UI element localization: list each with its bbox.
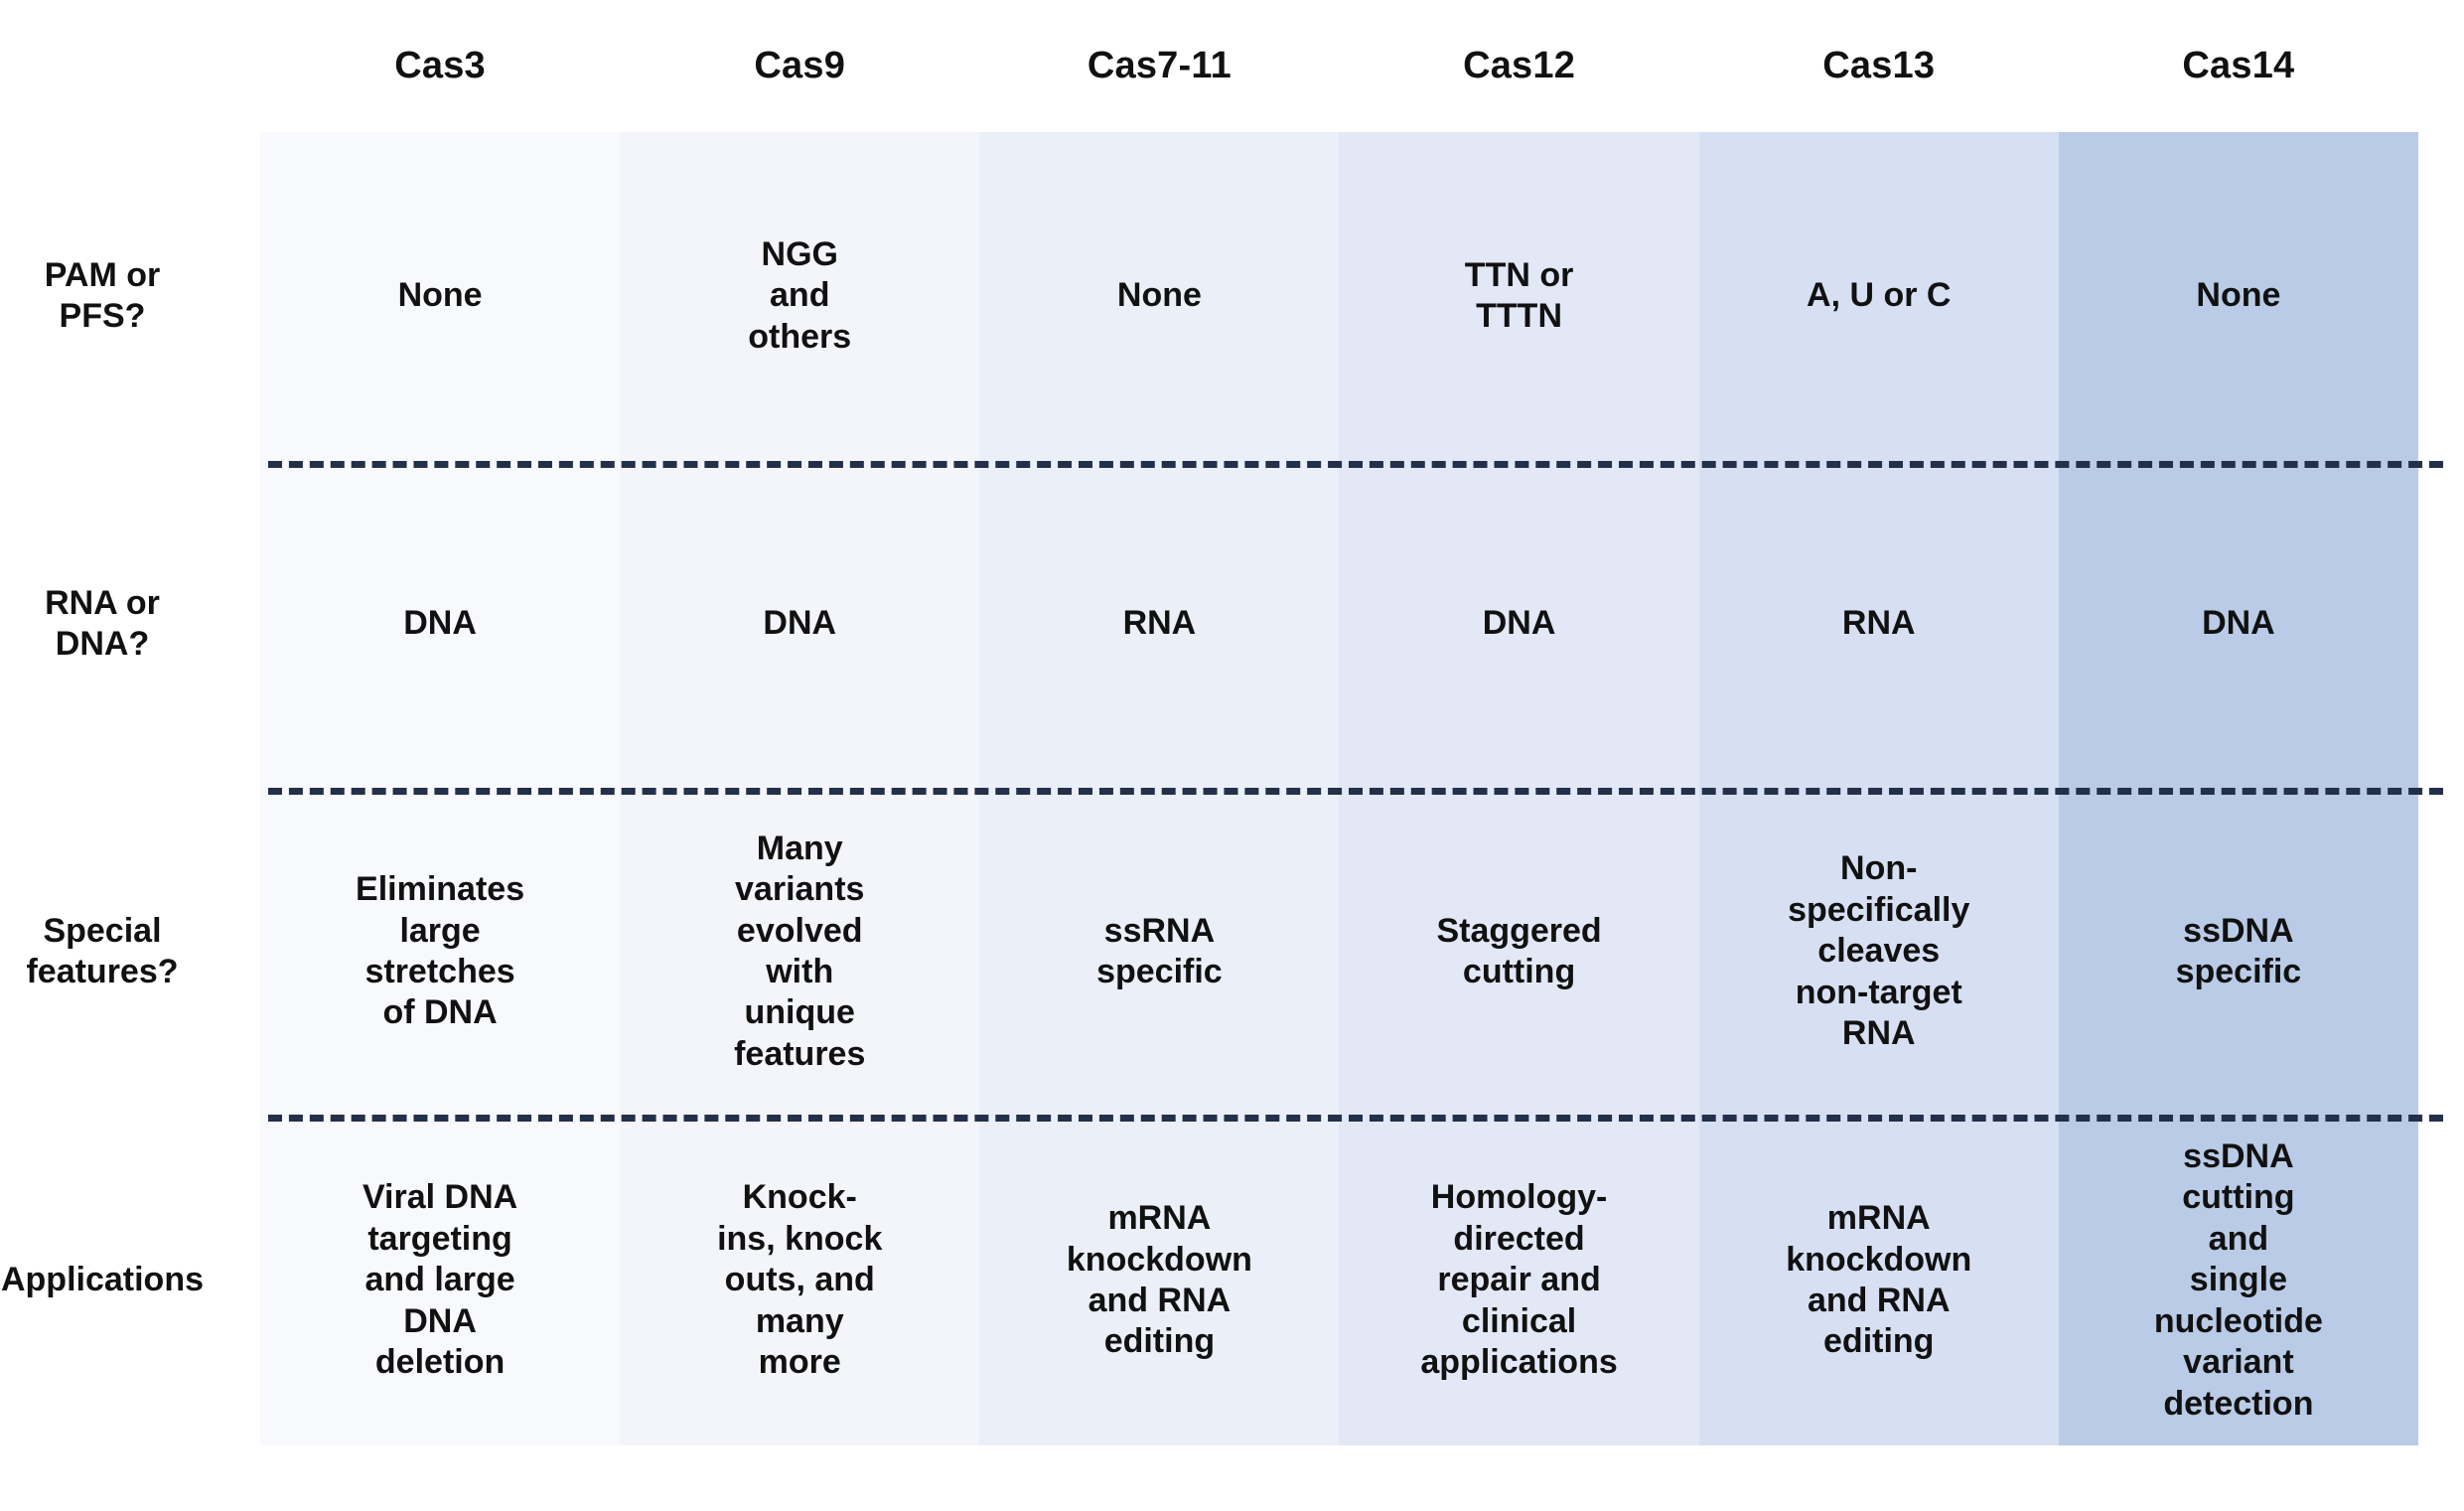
cell-nucleic-acid-cas12: DNA (1482, 604, 1556, 643)
cell-pam-cas13: A, U or C (1807, 276, 1952, 315)
row-label-applications: Applications (0, 1261, 205, 1299)
table-row: Viral DNA targeting and large DNA deleti… (260, 1116, 2418, 1445)
cell-nucleic-acid-cas7-11: RNA (1122, 604, 1197, 643)
row-label-special-features: Special features? (26, 911, 179, 990)
cell-pam-cas7-11: None (1116, 276, 1202, 315)
row-label-column: PAM or PFS? RNA or DNA? Special features… (0, 132, 238, 1445)
row-divider-3 (268, 1115, 2443, 1122)
table-header-row: Cas3 Cas9 Cas7-11 Cas12 Cas13 Cas14 (260, 0, 2418, 132)
cell-pam-cas12: TTN or TTTN (1464, 255, 1574, 335)
cell-applications-cas12: Homology- directed repair and clinical a… (1420, 1178, 1618, 1382)
cell-applications-cas7-11: mRNA knockdown and RNA editing (1066, 1199, 1252, 1361)
cell-features-cas9: Many variants evolved with unique featur… (734, 829, 866, 1073)
table-row: Eliminates large stretches of DNA Many v… (260, 788, 2418, 1116)
column-header-cas12: Cas12 (1463, 45, 1576, 86)
cell-pam-cas14: None (2196, 276, 2281, 315)
cell-nucleic-acid-cas3: DNA (403, 604, 477, 643)
cell-nucleic-acid-cas9: DNA (763, 604, 837, 643)
column-header-cas3: Cas3 (394, 45, 486, 86)
cell-pam-cas3: None (397, 276, 483, 315)
cell-applications-cas3: Viral DNA targeting and large DNA deleti… (362, 1178, 518, 1382)
row-label-rna-or-dna: RNA or DNA? (45, 583, 160, 663)
cell-applications-cas9: Knock- ins, knock outs, and many more (717, 1178, 883, 1382)
table-row: DNA DNA RNA DNA RNA DNA (260, 460, 2418, 788)
cell-applications-cas13: mRNA knockdown and RNA editing (1786, 1199, 1972, 1361)
cell-nucleic-acid-cas14: DNA (2202, 604, 2275, 643)
cell-features-cas13: Non- specifically cleaves non-target RNA (1788, 849, 1970, 1053)
row-divider-1 (268, 461, 2443, 468)
column-header-cas13: Cas13 (1822, 45, 1936, 86)
cell-features-cas12: Staggered cutting (1436, 911, 1602, 990)
cell-features-cas3: Eliminates large stretches of DNA (356, 870, 525, 1032)
row-divider-2 (268, 788, 2443, 795)
column-header-cas9: Cas9 (754, 45, 846, 86)
cell-features-cas7-11: ssRNA specific (1096, 911, 1223, 990)
cell-nucleic-acid-cas13: RNA (1841, 604, 1916, 643)
cell-applications-cas14: ssDNA cutting and single nucleotide vari… (2153, 1136, 2323, 1423)
table-row: None NGG and others None TTN or TTTN A, … (260, 132, 2418, 460)
cell-pam-cas9: NGG and others (748, 234, 852, 356)
row-label-pam-or-pfs: PAM or PFS? (44, 255, 161, 335)
cell-features-cas14: ssDNA specific (2175, 911, 2302, 990)
column-header-cas14: Cas14 (2182, 45, 2295, 86)
table-body: None NGG and others None TTN or TTTN A, … (260, 132, 2418, 1445)
column-header-cas7-11: Cas7-11 (1087, 45, 1232, 86)
